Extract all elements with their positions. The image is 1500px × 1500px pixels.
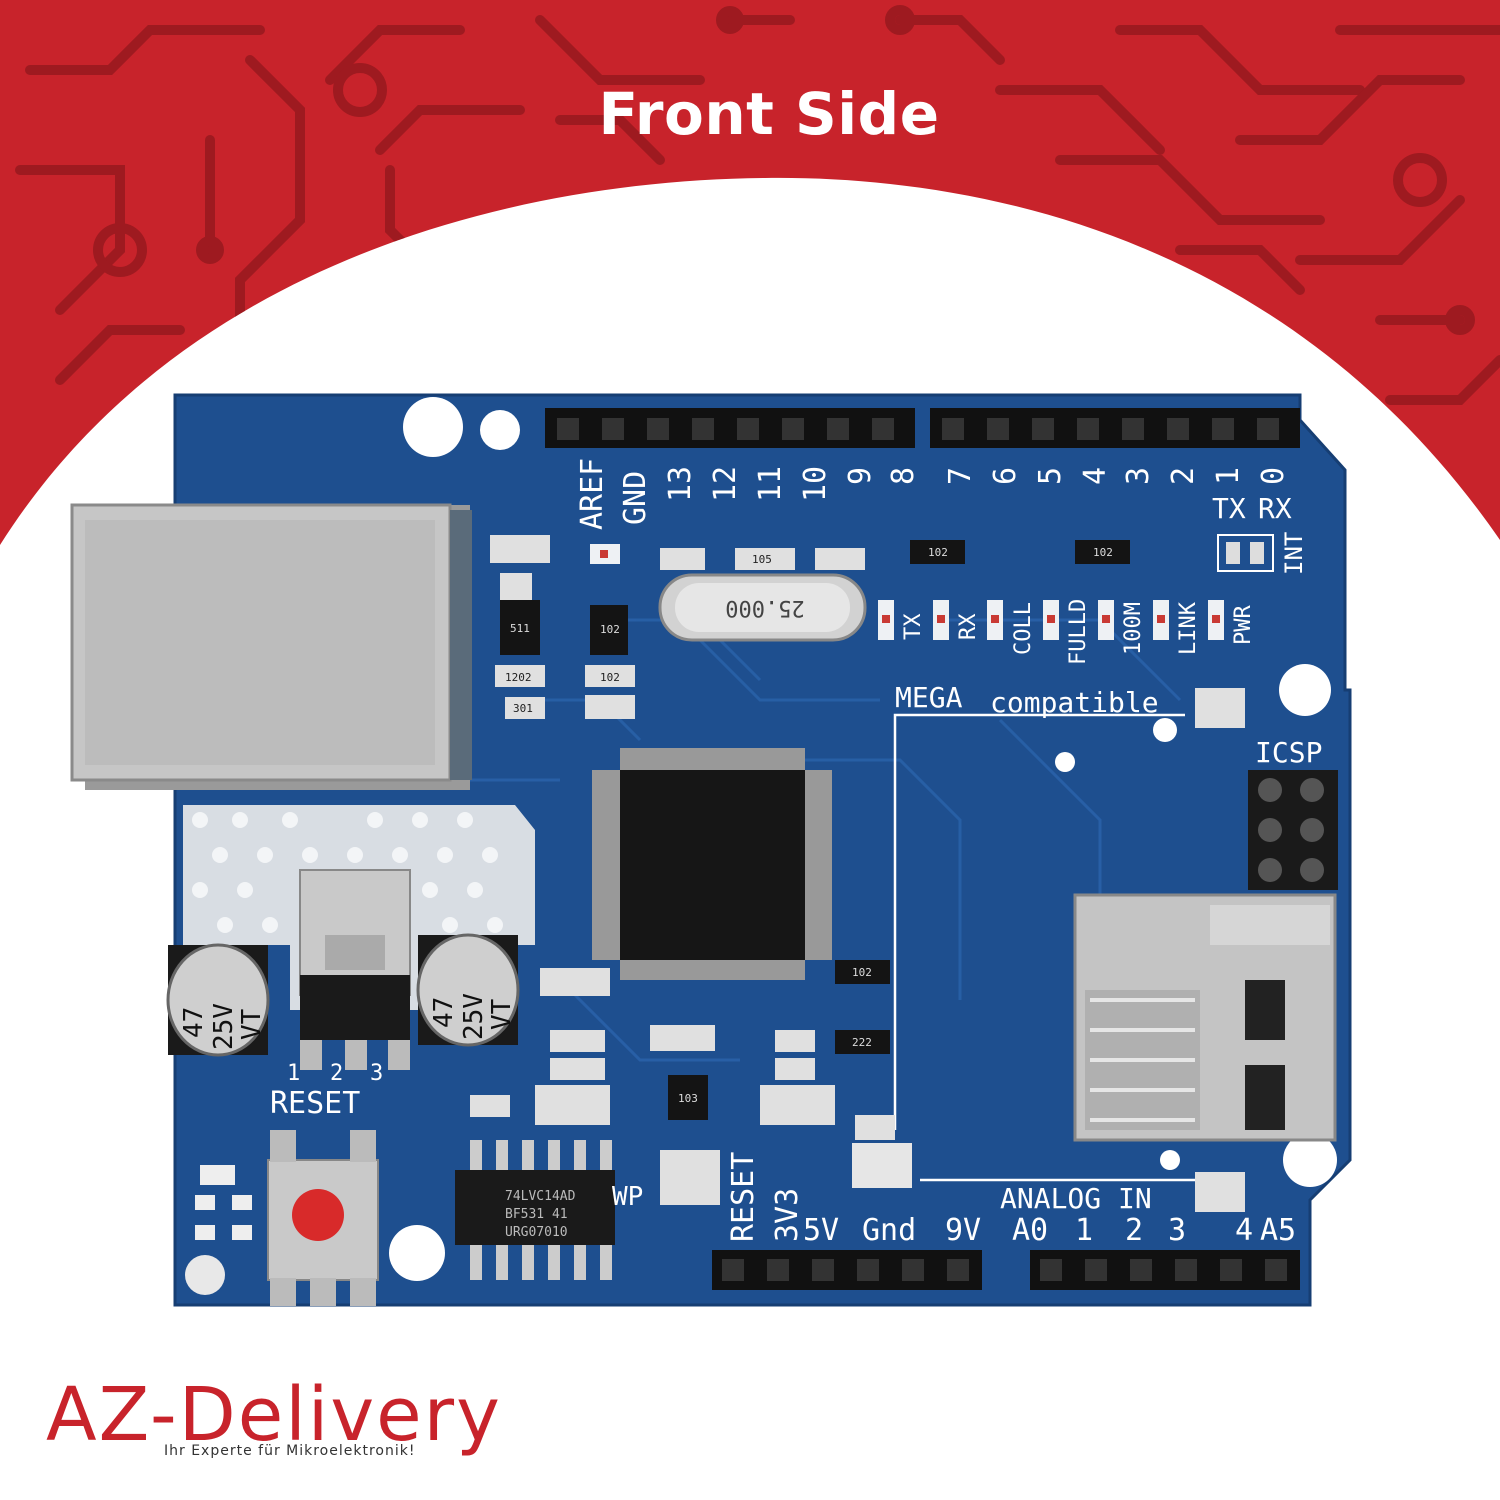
status-leds [590, 544, 1224, 640]
led-label-100m: 100M [1121, 602, 1146, 655]
pin-label-9: 9 [843, 467, 878, 485]
pin-label-a3: 3 [1168, 1213, 1186, 1248]
res-code: 222 [852, 1036, 872, 1049]
pin-label-2: 2 [1166, 467, 1201, 485]
reg-pin-3: 3 [370, 1061, 383, 1086]
compatible-label: compatible [990, 686, 1159, 719]
microsd-slot[interactable] [1073, 893, 1337, 1142]
power-header [712, 1250, 982, 1290]
pin-label-a5: A5 [1260, 1213, 1296, 1248]
analog-in-label: ANALOG IN [1000, 1182, 1152, 1215]
top-header-right [930, 408, 1300, 448]
brand-tagline: Ihr Experte für Mikroelektronik! [164, 1443, 416, 1459]
cap-left-value: 47 [179, 1007, 209, 1038]
cap-left-series: VT [237, 1008, 267, 1040]
int-label: INT [1280, 532, 1308, 575]
pin-label-1: 1 [1211, 467, 1246, 485]
res-code: 102 [1093, 546, 1113, 559]
reset-button[interactable] [267, 1130, 379, 1306]
pin-label-11: 11 [753, 466, 788, 502]
led-label-link: LINK [1176, 601, 1201, 655]
wp-label: WP [612, 1182, 643, 1212]
cap-left-voltage: 25V [209, 1003, 239, 1050]
tx-label: TX [1212, 492, 1246, 525]
res-code: 511 [510, 622, 530, 635]
pin-label-5: 5 [1033, 467, 1068, 485]
pin-label-a2: 2 [1125, 1213, 1143, 1248]
analog-header [1030, 1250, 1300, 1290]
res-code: 301 [513, 702, 533, 715]
reg-pin-2: 2 [330, 1061, 343, 1086]
page-title: Front Side [598, 80, 940, 148]
capacitor-left: 47 25V VT [166, 943, 270, 1057]
pin-label-0: 0 [1256, 467, 1291, 485]
res-code: 102 [600, 671, 620, 684]
res-code: 103 [678, 1092, 698, 1105]
top-header-left [545, 408, 915, 448]
pin-label-6: 6 [988, 467, 1023, 485]
ic-line-1: 74LVC14AD [505, 1189, 576, 1204]
crystal-oscillator: 25.000 [658, 573, 867, 642]
pin-label-3v3: 3V3 [770, 1188, 805, 1242]
pin-label-a1: 1 [1075, 1213, 1093, 1248]
icsp-header [1248, 770, 1338, 890]
pin-label-reset: RESET [726, 1152, 761, 1242]
capacitor-right: 47 25V VT [416, 933, 520, 1047]
reset-label: RESET [270, 1086, 360, 1121]
reg-pin-1: 1 [287, 1061, 300, 1086]
pin-label-13: 13 [663, 466, 698, 502]
brand-logo: AZ-Delivery [46, 1372, 502, 1458]
pin-label-12: 12 [708, 466, 743, 502]
cap-right-series: VT [487, 998, 517, 1030]
led-label-fulld: FULLD [1066, 599, 1091, 665]
pin-label-a0: A0 [1012, 1213, 1048, 1248]
pin-label-gnd: GND [618, 471, 653, 525]
pin-label-3: 3 [1121, 467, 1156, 485]
pin-label-7: 7 [943, 467, 978, 485]
mega-label: MEGA [895, 681, 963, 714]
rj45-jack [70, 503, 472, 790]
cap-right-voltage: 25V [459, 993, 489, 1040]
icsp-label: ICSP [1255, 736, 1322, 769]
res-code: 102 [600, 623, 620, 636]
ic-line-2: BF531 41 [505, 1207, 568, 1222]
pin-label-10: 10 [798, 466, 833, 502]
pin-label-8: 8 [886, 467, 921, 485]
pin-label-4: 4 [1078, 467, 1113, 485]
pin-label-9v: 9V [945, 1213, 981, 1248]
cap-right-value: 47 [429, 997, 459, 1028]
pin-label-aref: AREF [575, 458, 610, 530]
voltage-regulator [299, 869, 411, 1070]
res-code: 102 [928, 546, 948, 559]
led-label-coll: COLL [1011, 602, 1036, 655]
rx-label: RX [1258, 492, 1292, 525]
crystal-value: 25.000 [725, 595, 804, 620]
ic-line-3: URG07010 [505, 1225, 568, 1240]
w5100-chip [592, 748, 832, 980]
pin-label-5v: 5V [803, 1213, 839, 1248]
res-code: 102 [852, 966, 872, 979]
led-label-tx: TX [901, 613, 926, 640]
res-code: 1202 [505, 671, 532, 684]
led-label-rx: RX [956, 613, 981, 640]
pin-label-gnd-bottom: Gnd [862, 1213, 916, 1248]
led-label-pwr: PWR [1231, 605, 1256, 645]
logic-ic: 74LVC14AD BF531 41 URG07010 [455, 1140, 615, 1280]
pin-label-a4: 4 [1235, 1213, 1253, 1248]
res-code: 105 [752, 553, 772, 566]
